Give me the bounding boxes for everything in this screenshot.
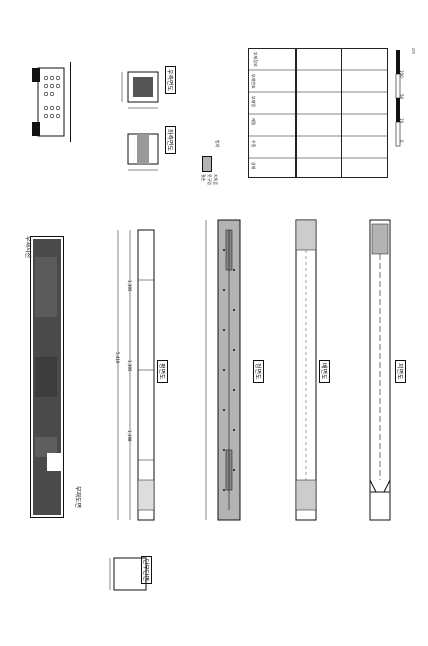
legend-item-3: 결손 bbox=[201, 174, 206, 182]
label-segment-2: 1,395 bbox=[127, 360, 132, 372]
info-table-col-2 bbox=[296, 48, 342, 178]
scale-tick-3: 100 bbox=[399, 70, 404, 78]
elevation-back bbox=[286, 210, 326, 540]
legend: 범례 치목흔 못구멍 결손 bbox=[200, 140, 226, 210]
section-right-side bbox=[118, 62, 174, 118]
scale-tick-2: 50 bbox=[399, 94, 404, 100]
info-table-title: 부재정보 bbox=[253, 52, 258, 67]
label-bottom-view: 저면도 bbox=[395, 360, 406, 383]
info-table: 부재정보 부재번호 부재명 재질 수종 상태 bbox=[248, 48, 388, 178]
end-section bbox=[108, 552, 152, 596]
scale-tick-1: 10 bbox=[399, 118, 404, 124]
elevation-bottom bbox=[360, 210, 400, 540]
info-row-2: 부재명 bbox=[251, 96, 256, 108]
info-row-1: 부재번호 bbox=[251, 74, 256, 89]
label-segment-3: 1,198 bbox=[127, 430, 132, 442]
info-row-lines bbox=[248, 48, 388, 178]
right-side-svg bbox=[121, 71, 159, 109]
label-back-view: 배면도 bbox=[319, 360, 330, 383]
label-top-view: 평면도 bbox=[157, 360, 168, 383]
scale-bar bbox=[388, 48, 408, 148]
label-end-section: 단부단면 bbox=[141, 556, 152, 585]
info-table-col-1 bbox=[248, 48, 296, 178]
thumbnail-section bbox=[30, 60, 70, 140]
label-right-side: 우측면도 bbox=[165, 66, 176, 95]
scale-tick-0: 0 bbox=[399, 140, 404, 143]
label-left-side: 좌측면도 bbox=[165, 126, 176, 155]
label-segment-1: 1,395 bbox=[127, 280, 132, 292]
elevation-front bbox=[200, 210, 256, 540]
label-front-view: 정면도 bbox=[253, 360, 264, 383]
info-row-3: 재질 bbox=[251, 118, 256, 126]
info-row-5: 상태 bbox=[251, 162, 256, 170]
section-drawing-label: 부재도면 bbox=[74, 486, 81, 509]
legend-item-2: 못구멍 bbox=[207, 174, 212, 186]
legend-item-1: 치목흔 bbox=[213, 174, 218, 186]
member-photo bbox=[30, 236, 64, 518]
elevation-top bbox=[112, 220, 156, 540]
thumbnail-svg bbox=[32, 67, 65, 137]
thumbnail-underline bbox=[70, 62, 72, 142]
info-row-4: 수종 bbox=[251, 140, 256, 148]
legend-title: 범례 bbox=[215, 140, 220, 148]
scale-bar-unit: cm bbox=[411, 48, 416, 55]
left-side-svg bbox=[127, 133, 159, 171]
label-overall-length: 5,410 bbox=[115, 352, 120, 364]
legend-swatch bbox=[202, 156, 212, 172]
section-left-side bbox=[118, 124, 174, 180]
